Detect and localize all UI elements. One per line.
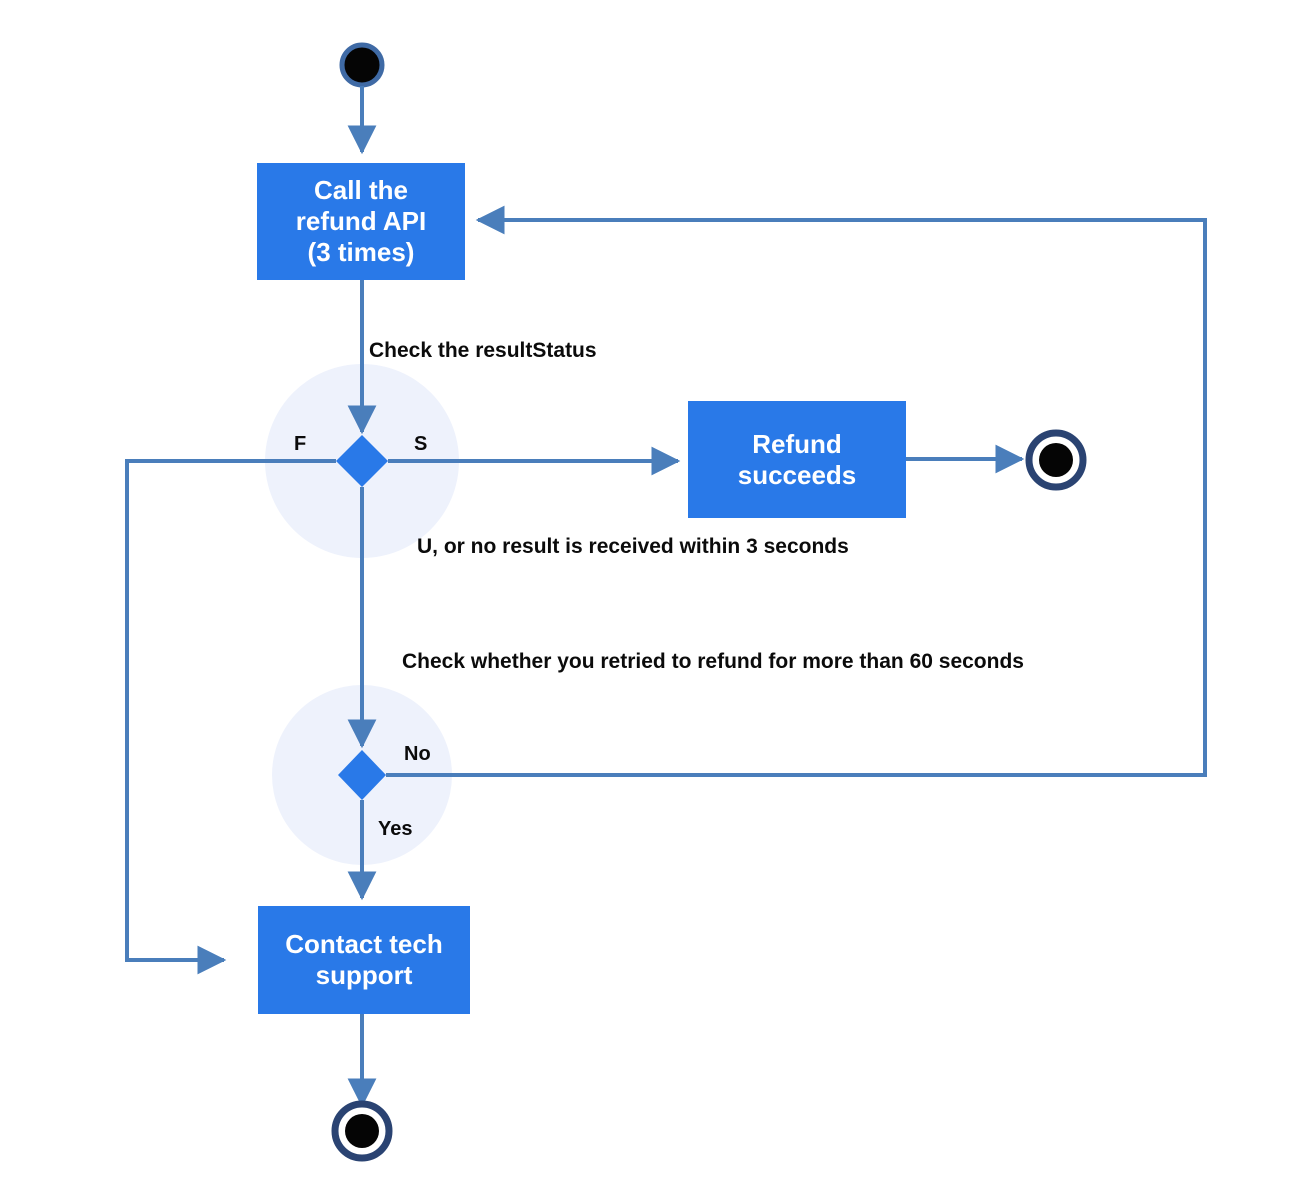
edge-retry-no-loop-back [386, 205, 1207, 777]
decision-diamond-result-status [336, 435, 388, 487]
activity-box-refund-succeeds [688, 401, 906, 518]
edge-label-unknown-or-timeout: U, or no result is received within 3 sec… [417, 535, 849, 558]
decision-diamond-retry-duration [338, 750, 386, 800]
edge-fail-to-contact-support [125, 459, 336, 975]
edge-label-check-retry-duration: Check whether you retried to refund for … [402, 650, 1024, 673]
branch-label-fail: F [294, 433, 307, 455]
final-node-success [1025, 429, 1087, 491]
branch-label-success: S [414, 433, 428, 455]
activity-box-contact-tech-support [258, 906, 470, 1014]
activity-box-call-refund-api [257, 163, 465, 280]
edge-label-check-result-status: Check the resultStatus [369, 339, 597, 362]
branch-label-retry-no: No [404, 743, 431, 765]
final-node-support [331, 1100, 393, 1162]
branch-label-retry-yes: Yes [378, 818, 413, 840]
initial-node [339, 42, 385, 88]
